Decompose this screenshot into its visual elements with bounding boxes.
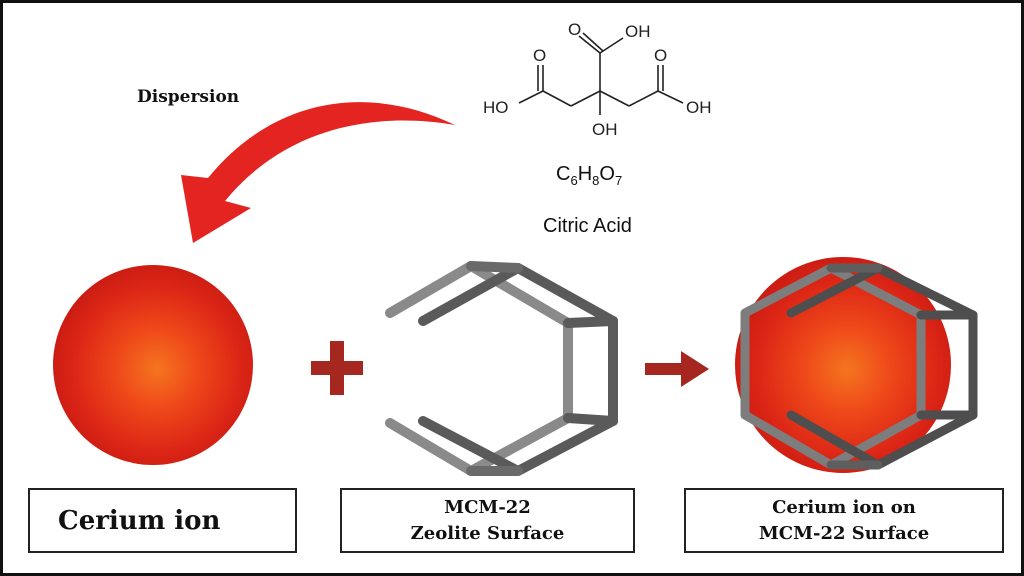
- mcm22-label-line2: Zeolite Surface: [410, 522, 565, 544]
- oxygen-label-top: O: [568, 20, 581, 39]
- dispersion-arrow-icon: [181, 102, 455, 243]
- diagram-canvas: O OH O O HO OH OH: [53, 20, 978, 476]
- formula-oxygen-count: 7: [614, 173, 623, 188]
- plus-icon: [311, 341, 363, 395]
- formula-carbon-count: 6: [570, 173, 578, 188]
- cerium-ion-label: Cerium ion: [58, 505, 221, 536]
- molecule-name: Citric Acid: [543, 215, 632, 237]
- result-label-box: Cerium ion on MCM-22 Surface: [684, 488, 1004, 553]
- formula-carbon: C: [556, 163, 571, 185]
- citric-acid-structure: [518, 32, 684, 115]
- result-label-line1: Cerium ion on: [772, 496, 916, 518]
- oh-label-center: OH: [592, 120, 618, 139]
- cerium-ion-sphere: [53, 265, 253, 465]
- right-arrow-icon: [645, 351, 709, 387]
- zeolite-framework-icon: [385, 261, 618, 476]
- cerium-ion-label-box: Cerium ion: [28, 488, 297, 553]
- formula-oxygen: O: [599, 163, 615, 185]
- mcm22-label-box: MCM-22 Zeolite Surface: [340, 488, 635, 553]
- oxygen-label-left: O: [533, 46, 546, 65]
- formula-hydrogen-count: 8: [592, 173, 600, 188]
- cerium-on-zeolite-icon: [735, 257, 978, 473]
- oh-label-top: OH: [625, 22, 651, 41]
- molecular-formula: C6H8O7: [556, 163, 622, 188]
- citric-acid-atom-labels: O OH O O HO OH OH: [483, 20, 712, 139]
- dispersion-label: Dispersion: [137, 87, 240, 107]
- oxygen-label-right: O: [654, 46, 667, 65]
- formula-hydrogen: H: [577, 163, 593, 185]
- ho-label-left: HO: [483, 98, 509, 117]
- oh-label-right: OH: [686, 98, 712, 117]
- result-label-line2: MCM-22 Surface: [758, 522, 930, 544]
- mcm22-label-line1: MCM-22: [444, 496, 531, 518]
